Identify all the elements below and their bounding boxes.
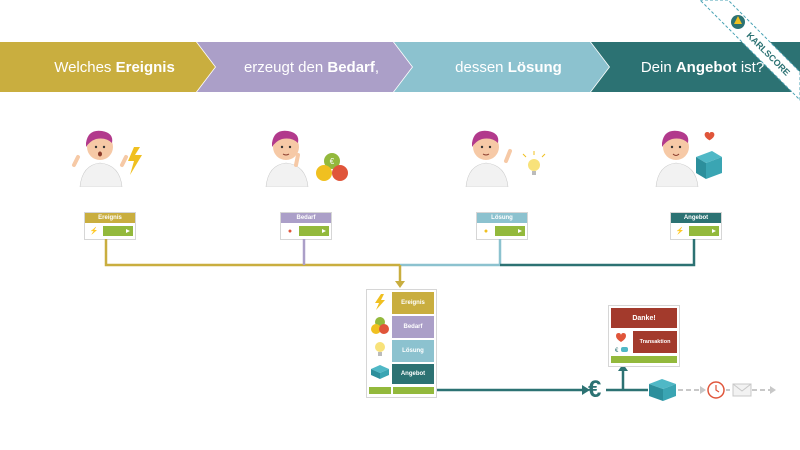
combined-footer-bar xyxy=(369,387,391,394)
heart-icon xyxy=(704,132,715,141)
lightbulb-icon xyxy=(375,342,385,356)
card-angebot: Angebot ⚡ xyxy=(670,212,722,240)
persona-surprised-icon xyxy=(72,130,142,187)
needs-circles-icon: € xyxy=(316,153,348,181)
persona-offer-icon xyxy=(655,130,722,187)
combined-canvas-card: Ereignis Bedarf Lösung Angebot xyxy=(366,289,437,398)
card-header: Lösung xyxy=(477,213,527,223)
play-button[interactable] xyxy=(299,226,329,236)
step-loesung-banner: dessen Lösung xyxy=(394,42,609,92)
card-bedarf: Bedarf ● xyxy=(280,212,332,240)
svg-text:€: € xyxy=(615,348,619,354)
card-header: Bedarf xyxy=(281,213,331,223)
lightning-icon xyxy=(128,147,142,175)
step-keyword: Ereignis xyxy=(115,58,175,76)
play-button[interactable] xyxy=(495,226,525,236)
card-loesung: Lösung ● xyxy=(476,212,528,240)
svg-text:€: € xyxy=(330,157,335,166)
package-box-icon xyxy=(649,379,676,401)
euro-icon: € xyxy=(588,376,602,403)
clock-icon xyxy=(707,381,725,399)
lightning-icon xyxy=(375,294,385,310)
combined-play-button[interactable] xyxy=(393,387,434,394)
combined-row-bedarf: Bedarf xyxy=(392,316,434,338)
card-ereignis: Ereignis ⚡ xyxy=(84,212,136,240)
package-box-icon xyxy=(371,365,389,379)
step-keyword: Lösung xyxy=(507,58,562,76)
lightning-icon: ⚡ xyxy=(89,228,99,235)
step-keyword: Angebot xyxy=(675,58,737,76)
combined-row-angebot: Angebot xyxy=(392,364,434,384)
combined-row-loesung: Lösung xyxy=(392,340,434,362)
card-header: Ereignis xyxy=(85,213,135,223)
lightbulb-icon: ● xyxy=(483,227,489,235)
play-button[interactable] xyxy=(689,226,719,236)
step-text: dessen xyxy=(455,58,508,76)
persona-thinking-icon: € xyxy=(265,130,348,187)
transaction-label: Transaktion xyxy=(633,331,677,353)
step-text: Welches xyxy=(54,58,116,76)
combined-row-ereignis: Ereignis xyxy=(392,292,434,314)
persona-idea-icon xyxy=(465,130,546,187)
needs-circles-icon xyxy=(371,317,389,334)
step-text: , xyxy=(374,58,380,76)
lightning-icon: ⚡ xyxy=(675,228,685,235)
lightbulb-icon xyxy=(522,151,546,175)
card-header: Angebot xyxy=(671,213,721,223)
mail-icon xyxy=(732,383,752,397)
play-button[interactable] xyxy=(103,226,133,236)
step-bedarf-banner: erzeugt den Bedarf, xyxy=(197,42,412,92)
step-keyword: Bedarf xyxy=(327,58,375,76)
needs-circles-icon: ● xyxy=(287,227,293,235)
thanks-title: Danke! xyxy=(611,308,677,328)
package-box-icon xyxy=(696,151,722,179)
heart-euro-icon: € xyxy=(615,333,628,354)
thanks-card: Danke! € Transaktion xyxy=(608,305,680,367)
karlscore-logo: KARLSCORE xyxy=(699,0,800,101)
step-text: Dein xyxy=(640,58,676,76)
thanks-play-button[interactable] xyxy=(611,356,677,363)
step-text: erzeugt den xyxy=(243,58,328,76)
step-text: ist? xyxy=(736,58,765,76)
step-ereignis-banner: Welches Ereignis xyxy=(0,42,215,92)
